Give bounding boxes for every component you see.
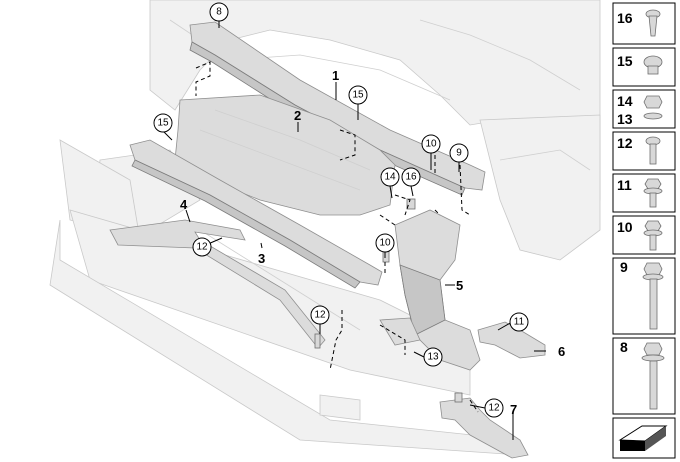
- part-label-1: 1: [332, 68, 339, 83]
- lock-carrier: [379, 209, 481, 371]
- svg-text:15: 15: [352, 90, 364, 101]
- callout-15-left: 15: [153, 113, 173, 133]
- part-label-5: 5: [456, 278, 463, 293]
- callout-15-upper: 15: [348, 85, 368, 105]
- svg-text:8: 8: [216, 7, 222, 18]
- svg-text:15: 15: [157, 118, 169, 129]
- screw-short-icon: [645, 136, 661, 165]
- svg-text:11: 11: [514, 317, 525, 328]
- callout-9: 9: [449, 143, 469, 163]
- index-label-13: 13: [617, 111, 633, 127]
- underbody-shield: [174, 94, 396, 216]
- svg-text:14: 14: [384, 172, 396, 183]
- callout-10-lower: 10: [375, 233, 395, 253]
- callout-8: 8: [209, 2, 229, 22]
- assembly-lines: [195, 61, 479, 413]
- svg-text:9: 9: [456, 148, 462, 159]
- lower-cross-bar: [129, 139, 383, 289]
- callout-14: 14: [380, 167, 400, 187]
- flange-screw-icon: [643, 178, 663, 208]
- upper-cross-member: [189, 21, 486, 196]
- part-label-2: 2: [294, 108, 301, 123]
- index-label-15: 15: [617, 53, 633, 69]
- fastener-index: 16 15 14 13 12 11: [612, 2, 676, 459]
- hex-bolt-short-icon: [643, 220, 663, 251]
- svg-text:16: 16: [405, 172, 417, 183]
- part-label-4: 4: [180, 197, 188, 212]
- svg-text:13: 13: [427, 352, 439, 363]
- vehicle-body-ghost: [49, 0, 601, 456]
- index-label-12: 12: [617, 135, 633, 151]
- index-label-8: 8: [620, 339, 628, 355]
- index-label-10: 10: [617, 219, 633, 235]
- hex-nut-washer-icon: [643, 95, 663, 120]
- callout-12-strut: 12: [192, 237, 212, 257]
- svg-text:10: 10: [379, 238, 391, 249]
- index-label-16: 16: [617, 10, 633, 26]
- callout-13: 13: [423, 347, 443, 367]
- svg-text:12: 12: [488, 403, 500, 414]
- index-label-11: 11: [617, 177, 632, 193]
- hex-bolt-washer-icon: [641, 342, 665, 410]
- plastic-nut-icon: [643, 55, 663, 75]
- push-rivet-icon: [645, 9, 661, 37]
- svg-text:12: 12: [314, 310, 326, 321]
- part-label-3: 3: [258, 251, 265, 266]
- callout-10-upper: 10: [421, 134, 441, 154]
- callout-16: 16: [401, 167, 421, 187]
- index-label-9: 9: [620, 259, 628, 275]
- callout-12-lower: 12: [310, 305, 330, 325]
- view-direction-arrow-icon: [618, 425, 668, 451]
- svg-text:10: 10: [425, 139, 437, 150]
- callout-11: 11: [509, 312, 529, 332]
- callout-12-bracket: 12: [484, 398, 504, 418]
- part-label-6: 6: [558, 344, 565, 359]
- leader-lines: [162, 21, 546, 440]
- part-label-7: 7: [510, 402, 517, 417]
- hex-bolt-long-icon: [642, 262, 664, 330]
- index-label-14: 14: [617, 93, 633, 109]
- svg-text:12: 12: [196, 242, 208, 253]
